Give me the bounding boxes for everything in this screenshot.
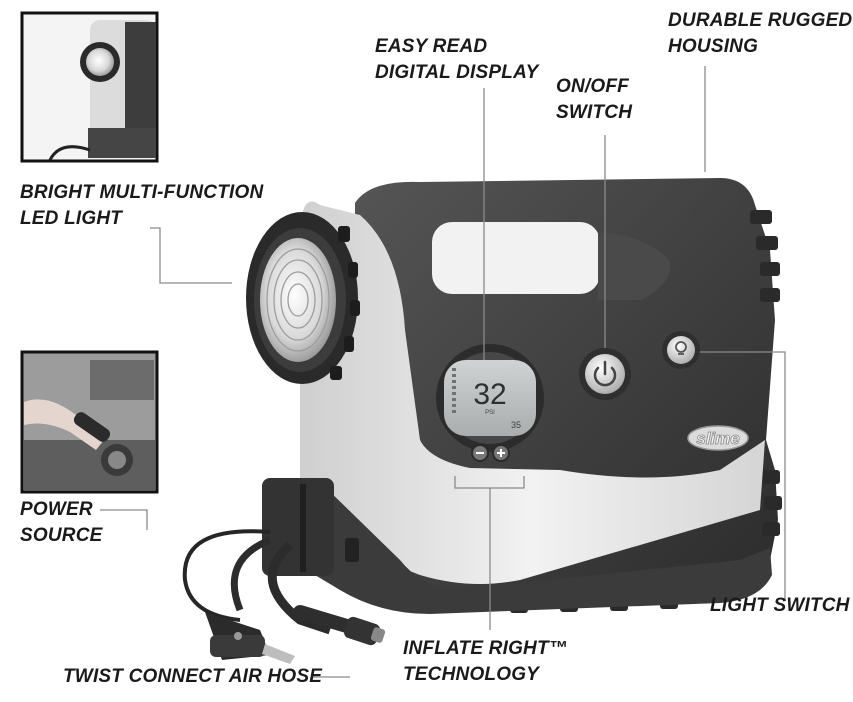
inflator-device: 32 PSI 35 slime xyxy=(182,178,782,664)
callout-leader-lines xyxy=(100,66,786,678)
minus-icon xyxy=(476,452,484,454)
label-light-switch: LIGHT SWITCH xyxy=(710,595,850,616)
bulb-icon xyxy=(675,341,687,355)
inset-led-photo xyxy=(20,11,159,163)
label-air-hose: TWIST CONNECT AIR HOSE xyxy=(63,666,323,687)
led-light-head xyxy=(246,212,360,384)
svg-text:slime: slime xyxy=(696,429,739,448)
inset-power-source-photo xyxy=(20,350,159,494)
display-small-reading: 35 xyxy=(511,420,521,430)
air-hose xyxy=(182,529,386,646)
slime-logo: slime xyxy=(687,425,749,451)
display-unit: PSI xyxy=(485,410,495,416)
cigarette-lighter-plug xyxy=(205,612,295,664)
power-icon xyxy=(593,360,617,387)
display-reading: 32 xyxy=(473,378,506,411)
